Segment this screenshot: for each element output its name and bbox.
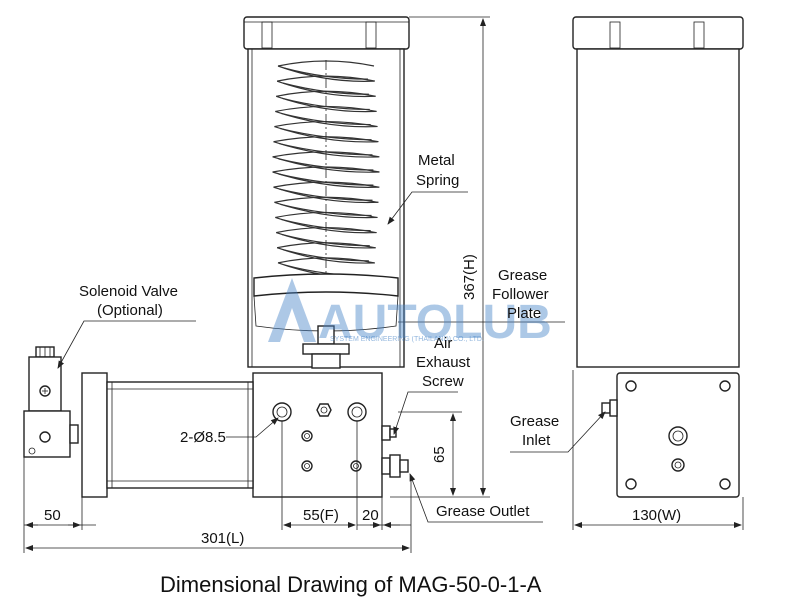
grease-follower-label-2: Follower [492, 286, 549, 303]
solenoid-valve-label-1: Solenoid Valve [79, 283, 178, 300]
grease-follower-label-3: Plate [507, 305, 541, 322]
solenoid-valve-label-2: (Optional) [97, 302, 163, 319]
dimension-301l-label: 301(L) [201, 530, 244, 547]
spring-coil-back [276, 75, 376, 82]
pump-block [252, 372, 409, 498]
watermark-subtitle: SYSTEM ENGINEERING (THAILAND) CO., LTD. [330, 336, 484, 343]
dimension-55f-label: 55(F) [303, 507, 339, 524]
labels: Metal Spring 367(H) Grease Follower Plat… [44, 152, 681, 547]
dimension-50-label: 50 [44, 507, 61, 524]
spring-coil-back [274, 196, 378, 203]
metal-spring-label-1: Metal [418, 152, 455, 169]
dimension-20-label: 20 [362, 507, 379, 524]
spring-coil-back [275, 105, 377, 113]
height-dimension-label: 367(H) [461, 254, 478, 300]
air-exhaust-label-2: Exhaust [416, 354, 471, 371]
spring-coil-back [272, 166, 380, 173]
watermark-brand: AUTOLUB [318, 296, 552, 349]
dimension-130w-label: 130(W) [632, 507, 681, 524]
air-exhaust-label-3: Screw [422, 373, 464, 390]
autolub-watermark: AUTOLUB SYSTEM ENGINEERING (THAILAND) CO… [268, 278, 552, 349]
solenoid-valve [23, 346, 79, 458]
air-cylinder [81, 372, 254, 498]
metal-spring-label-2: Spring [416, 172, 459, 189]
grease-inlet-label-1: Grease [510, 413, 559, 430]
dimension-65-label: 65 [431, 446, 448, 463]
holes-label: 2-Ø8.5 [180, 429, 226, 446]
drawing-title: Dimensional Drawing of MAG-50-0-1-A [160, 572, 542, 597]
grease-inlet-label-2: Inlet [522, 432, 551, 449]
grease-follower-label-1: Grease [498, 267, 547, 284]
reservoir-cap [243, 16, 410, 50]
grease-follower-plate [253, 273, 399, 369]
grease-outlet-label: Grease Outlet [436, 503, 530, 520]
air-exhaust-label-1: Air [434, 335, 452, 352]
side-view [572, 16, 744, 498]
dimension-lines [23, 16, 744, 553]
spring-coil-back [277, 257, 375, 264]
